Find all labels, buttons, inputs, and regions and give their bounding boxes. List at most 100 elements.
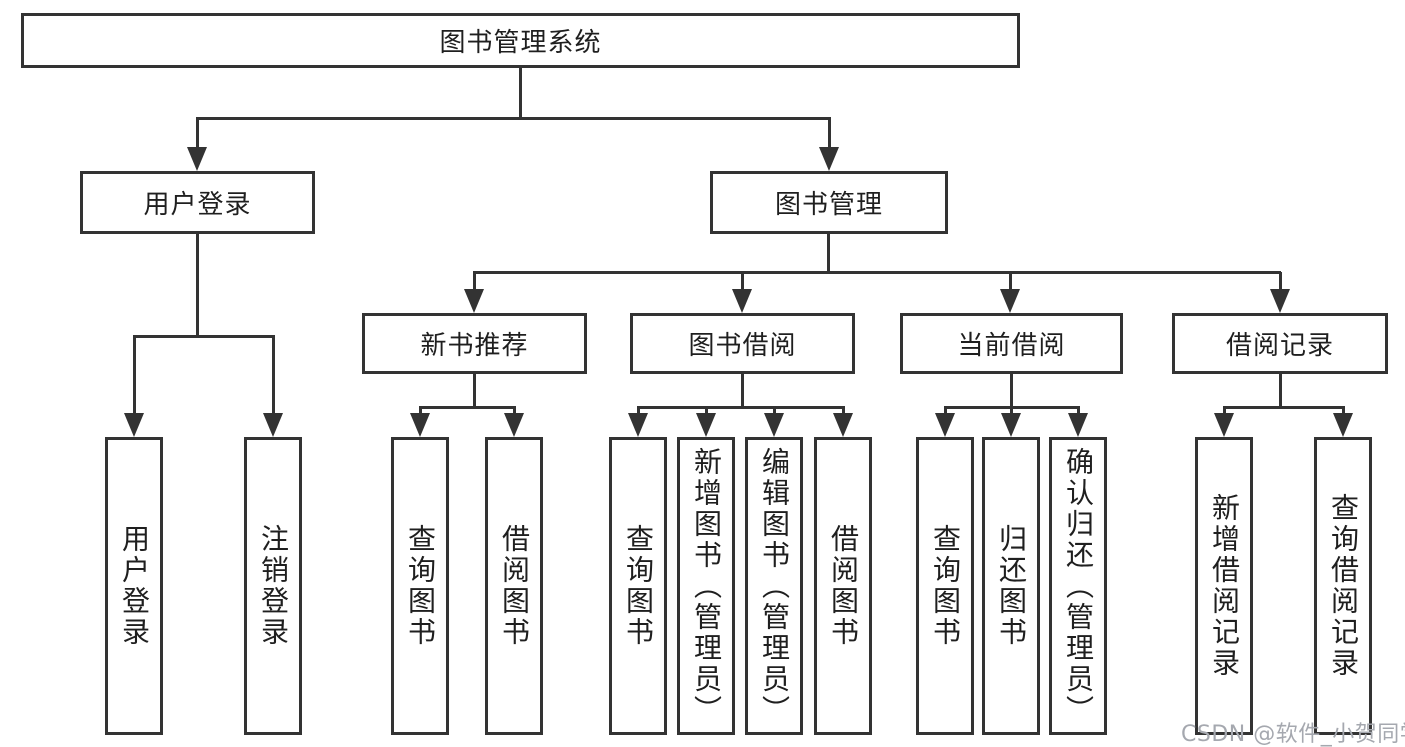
node-leaf-bb-add-books-label: 新增图书（管理员） [690,446,723,726]
node-leaf-cb-confirm-return: 确认归还（管理员） [1049,437,1107,735]
connector-segment [637,406,845,409]
arrow-down-icon [1000,272,1020,313]
node-leaf-nb-borrow-books-label: 借阅图书 [498,524,531,648]
arrow-head [1000,289,1020,313]
arrow-shaft [772,406,776,417]
node-leaf-logout-label: 注销登录 [257,524,290,648]
node-leaf-br-query-record-label: 查询借阅记录 [1327,493,1360,679]
node-leaf-br-query-record: 查询借阅记录 [1314,437,1372,735]
arrow-shaft [1009,406,1013,417]
node-leaf-cb-query-books: 查询图书 [916,437,974,735]
node-leaf-br-add-record: 新增借阅记录 [1195,437,1253,735]
arrow-head [628,413,648,437]
connector-segment [419,406,515,409]
connector-segment [473,374,476,409]
connector-segment [196,234,199,338]
arrow-shaft [195,117,199,151]
node-leaf-cb-query-books-label: 查询图书 [929,524,962,648]
node-leaf-br-add-record-label: 新增借阅记录 [1208,493,1241,679]
arrow-down-icon [732,272,752,313]
node-leaf-bb-query-books: 查询图书 [609,437,667,735]
arrow-head [819,147,839,171]
arrow-head [935,413,955,437]
arrow-head [410,413,430,437]
connector-segment [473,271,1281,274]
arrow-head [1214,413,1234,437]
node-book-management: 图书管理 [710,171,948,234]
node-leaf-nb-borrow-books: 借阅图书 [485,437,543,735]
node-borrowing-records-label: 借阅记录 [1225,331,1334,361]
arrow-head [833,413,853,437]
connector-segment [1223,406,1344,409]
arrow-down-icon [410,406,430,437]
arrow-down-icon [764,406,784,437]
node-leaf-bb-query-books-label: 查询图书 [622,524,655,648]
arrow-shaft [841,406,845,417]
arrow-down-icon [935,406,955,437]
arrow-down-icon [263,335,283,437]
node-borrowing-records: 借阅记录 [1172,313,1388,374]
arrow-head [1270,289,1290,313]
arrow-down-icon [464,272,484,313]
node-new-book-recommend: 新书推荐 [362,313,587,374]
node-leaf-cb-return-books-label: 归还图书 [995,524,1028,648]
arrow-down-icon [1270,272,1290,313]
arrow-shaft [1008,272,1012,293]
node-leaf-user-login: 用户登录 [105,437,163,735]
node-root-label: 图书管理系统 [439,28,602,58]
arrow-shaft [1222,406,1226,417]
arrow-down-icon [1068,406,1088,437]
node-leaf-bb-borrow-books: 借阅图书 [814,437,872,735]
node-book-management-label: 图书管理 [774,190,883,220]
node-book-borrowing-label: 图书借阅 [688,331,797,361]
arrow-shaft [704,406,708,417]
arrow-shaft [740,272,744,293]
node-user-login-branch-label: 用户登录 [143,190,252,220]
node-leaf-cb-confirm-return-label: 确认归还（管理员） [1062,446,1095,726]
arrow-shaft [636,406,640,417]
arrow-shaft [1076,406,1080,417]
arrow-shaft [943,406,947,417]
arrow-down-icon [628,406,648,437]
arrow-down-icon [1001,406,1021,437]
connector-segment [133,335,274,338]
node-leaf-user-login-label: 用户登录 [118,524,151,648]
arrow-down-icon [187,117,207,171]
node-leaf-cb-return-books: 归还图书 [982,437,1040,735]
arrow-head [1068,413,1088,437]
arrow-shaft [1278,272,1282,293]
arrow-head [504,413,524,437]
arrow-head [187,147,207,171]
node-leaf-nb-query-books-label: 查询图书 [404,524,437,648]
connector-segment [519,67,522,119]
node-leaf-nb-query-books: 查询图书 [391,437,449,735]
arrow-down-icon [124,335,144,437]
node-book-borrowing: 图书借阅 [630,313,855,374]
connector-segment [827,234,830,272]
arrow-down-icon [696,406,716,437]
arrow-head [1333,413,1353,437]
arrow-head [124,413,144,437]
arrow-head [464,289,484,313]
node-current-borrowing: 当前借阅 [900,313,1123,374]
arrow-down-icon [1333,406,1353,437]
node-leaf-bb-edit-books: 编辑图书（管理员） [745,437,803,735]
connector-segment [1279,374,1282,409]
node-leaf-bb-edit-books-label: 编辑图书（管理员） [758,446,791,726]
arrow-shaft [1341,406,1345,417]
arrow-shaft [271,335,275,417]
arrow-down-icon [1214,406,1234,437]
arrow-head [1001,413,1021,437]
node-current-borrowing-label: 当前借阅 [957,331,1066,361]
node-root: 图书管理系统 [21,13,1020,68]
arrow-shaft [472,272,476,293]
arrow-shaft [827,117,831,151]
connector-segment [196,117,831,120]
node-leaf-bb-add-books: 新增图书（管理员） [677,437,735,735]
arrow-down-icon [833,406,853,437]
arrow-down-icon [504,406,524,437]
arrow-shaft [512,406,516,417]
arrow-head [263,413,283,437]
arrow-head [732,289,752,313]
